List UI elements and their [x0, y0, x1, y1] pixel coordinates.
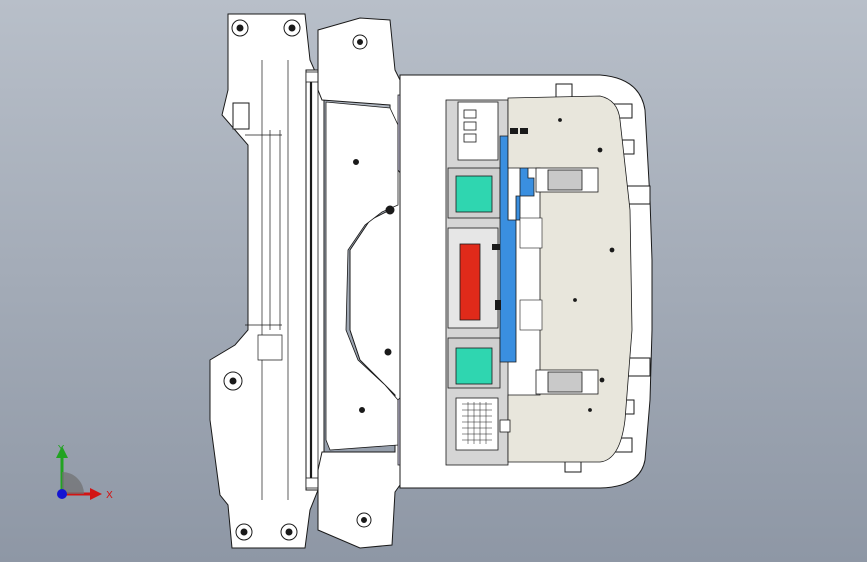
small-parts: [492, 128, 528, 310]
vent-grid: [462, 402, 492, 444]
blue-highlight-part[interactable]: [499, 135, 535, 363]
y-axis-arrow-icon: [56, 446, 68, 458]
vent-grille: [455, 397, 499, 451]
z-axis-dot-icon: [57, 489, 67, 499]
red-component: [459, 243, 481, 321]
axis-triad: Y X: [56, 444, 113, 501]
sensor-window-top: [455, 175, 493, 213]
pcb-board[interactable]: [499, 95, 633, 463]
x-axis-arrow-icon: [90, 488, 102, 500]
rear-clip-top: [555, 83, 573, 99]
bracket-tab: [232, 102, 250, 130]
y-axis-label: Y: [57, 444, 65, 455]
triad-sector: [62, 472, 84, 494]
sensor-window-bottom: [455, 347, 493, 385]
housing-screw: [385, 205, 395, 215]
x-axis-label: X: [106, 490, 113, 501]
left-bracket[interactable]: [209, 13, 319, 549]
